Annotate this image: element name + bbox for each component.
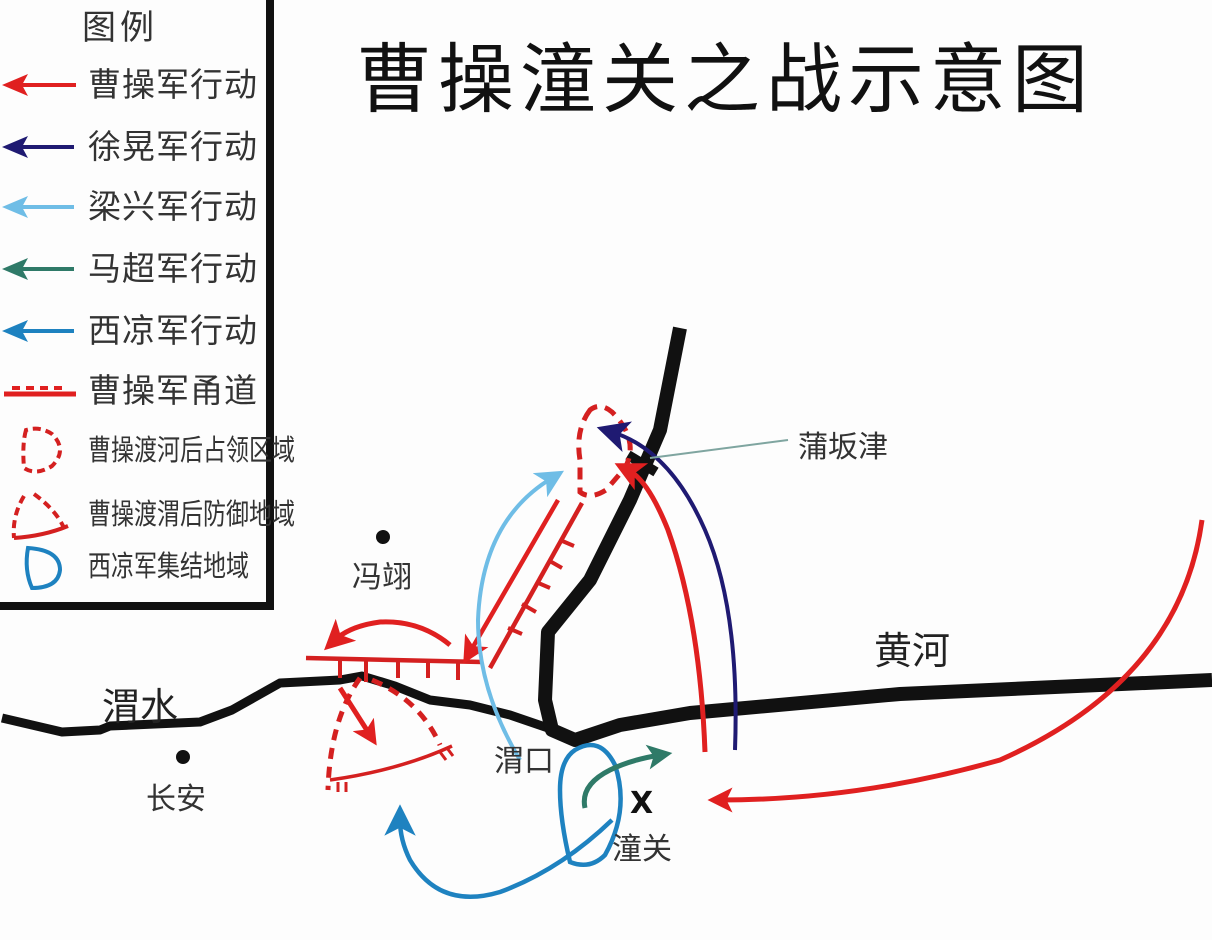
- cao-palisade-road-wei: [305, 618, 483, 682]
- legend: [0, 0, 274, 610]
- navy-arrow-icon: [2, 136, 74, 158]
- dashed-sector-icon: [11, 492, 69, 540]
- legend-item-liangxing-action: 梁兴军行动: [0, 180, 270, 236]
- legend-item-xiliang-action: 西凉军行动: [0, 304, 270, 360]
- liangxing-arrow: [475, 470, 565, 762]
- cao-palisade-road-diagonal: [463, 498, 584, 670]
- red-arrow-icon: [2, 74, 76, 96]
- legend-title: 图例: [82, 8, 158, 48]
- blue-arrow-icon: [2, 320, 74, 342]
- legend-item-cao-defense: 曹操渡渭后防御地域: [0, 488, 295, 544]
- solid-area-icon: [24, 545, 63, 591]
- machao-arrow: [581, 744, 673, 809]
- yellow-river: [538, 326, 1212, 747]
- xiliang-arrow: [384, 804, 614, 900]
- place-tongguan: 潼关: [612, 832, 672, 867]
- pubanjin-leader-line: [649, 439, 789, 459]
- cao-defense-sector: [325, 676, 455, 792]
- place-weikou: 渭口: [494, 744, 554, 779]
- cao-main-arrow: [707, 519, 1205, 813]
- light-blue-arrow-icon: [2, 196, 74, 218]
- dashed-area-icon: [21, 426, 62, 474]
- legend-item-cao-action: 曹操军行动: [0, 58, 270, 114]
- legend-item-xiliang-assembly: 西凉军集结地域: [0, 540, 270, 596]
- legend-item-cao-occupied: 曹操渡河后占领区域: [0, 424, 295, 480]
- map-title: 曹操潼关之战示意图: [356, 35, 1094, 124]
- green-arrow-icon: [2, 258, 74, 280]
- weishui-river: [0, 671, 550, 737]
- palisade-line-icon: [4, 386, 76, 397]
- xiliang-assembly-area: [557, 742, 623, 868]
- xuhuang-arrow: [596, 421, 738, 751]
- cao-occupied-area: [576, 404, 633, 498]
- place-fengyi: 冯翊: [352, 560, 412, 595]
- tongguan-marker-icon: X: [630, 786, 654, 821]
- legend-item-machao-action: 马超军行动: [0, 242, 270, 298]
- cao-crossing-arrow: [614, 463, 708, 753]
- legend-item-cao-palisade: 曹操军甬道: [0, 364, 270, 420]
- place-pubanjin: 蒲坂津: [798, 430, 888, 465]
- city-dot-changan: [176, 750, 190, 764]
- city-dot-fengyi: [376, 530, 390, 544]
- place-changan: 长安: [146, 782, 206, 817]
- place-huanghe: 黄河: [874, 629, 951, 673]
- place-weishui: 渭水: [102, 685, 179, 729]
- legend-item-xuhuang-action: 徐晃军行动: [0, 120, 270, 176]
